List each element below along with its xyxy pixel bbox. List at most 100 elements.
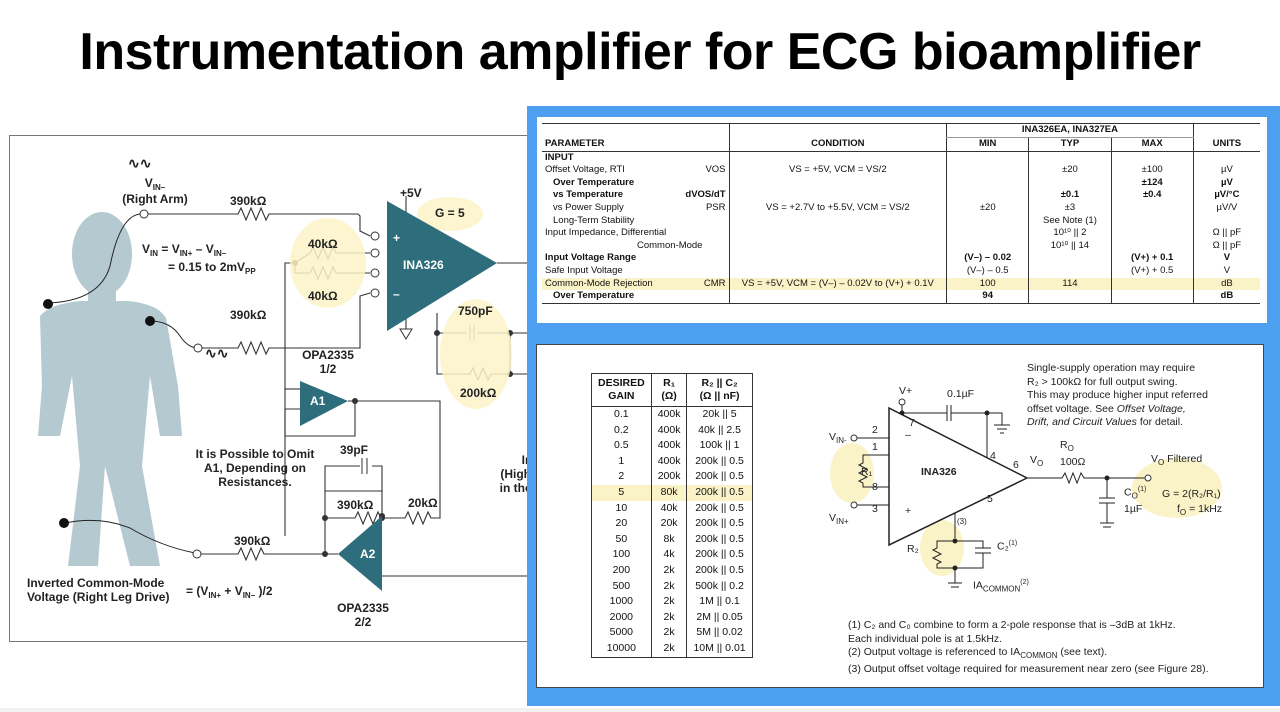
app-plus-sign: + (905, 505, 912, 517)
spec-row: INPUT (542, 151, 1260, 165)
spec-header-parameter: PARAMETER (545, 138, 605, 149)
gain-value-cell: 5000 (609, 626, 634, 639)
spec-max-cell (1110, 227, 1194, 240)
r-input-top-value: 390kΩ (230, 194, 267, 208)
gain-formula: G = 2(R₂/R₁) (1162, 488, 1221, 500)
gain-value-cell: 0.5 (614, 439, 629, 452)
ecg-schematic-panel: ∿∿ ∿∿ VIN– (Right Arm) 390kΩ 390kΩ VIN =… (9, 135, 536, 642)
spec-table-panel: PARAMETER CONDITION INA326EA, INA327EA U… (537, 117, 1267, 323)
gain-value-cell: 0.2 (614, 423, 629, 436)
spec-row: Long-Term Stability See Note (1) (542, 214, 1260, 228)
spec-param-name: Safe Input Voltage (545, 264, 623, 276)
r1-value-cell: 400k (650, 406, 687, 423)
spec-cond-cell (728, 264, 947, 278)
pin-7: 7 (909, 417, 915, 429)
human-body-figure (38, 212, 182, 566)
spec-typ-cell (1028, 252, 1112, 265)
spec-typ-cell: ±3 (1028, 201, 1112, 215)
spec-header-condition: CONDITION (728, 123, 947, 152)
single-supply-note: Single-supply operation may require R₂ >… (1027, 362, 1208, 428)
spec-cond-cell: VS = +5V, VCM = VS/2 (728, 164, 947, 177)
r2c2-value-cell: 200k || 0.5 (686, 531, 753, 548)
spec-typ-cell (1028, 264, 1112, 278)
spec-max-cell (1110, 290, 1194, 304)
pin-4: 4 (990, 450, 996, 462)
spec-min-cell (946, 239, 1029, 253)
ina-plus-sign: + (393, 231, 401, 245)
r1-value-cell: 200k (650, 469, 687, 485)
spec-cond-cell: VS = +2.7V to +5.5V, VCM = VS/2 (728, 201, 947, 215)
r2c2-value-cell: 2M || 0.05 (686, 609, 753, 626)
right-arm-label: (Right Arm) (122, 192, 188, 206)
r2c2-value-cell: 200k || 0.5 (686, 516, 753, 532)
right-arm-lead (47, 213, 141, 304)
r-gain-bottom-value: 40kΩ (308, 289, 338, 303)
spec-param-cell: INPUT (542, 152, 729, 165)
spec-param-cell: Long-Term Stability (542, 215, 729, 228)
supply-label: +5V (400, 186, 422, 200)
spec-units-cell: dB (1192, 290, 1260, 304)
filter-resistor-value: 200kΩ (460, 386, 497, 400)
gain-value-cell: 200 (612, 563, 631, 576)
spec-typ-cell: 114 (1028, 277, 1112, 291)
spec-max-cell (1110, 239, 1194, 253)
spec-units-cell: dB (1192, 277, 1260, 291)
spec-units-cell: Ω || pF (1192, 239, 1260, 253)
app-vin-minus: VIN- (829, 431, 847, 445)
r1-value-cell: 40k (650, 500, 687, 517)
spec-max-cell: ±0.4 (1110, 189, 1194, 202)
r1-value-cell: 400k (650, 453, 687, 470)
r1-value-cell: 2k (650, 578, 687, 595)
spec-param-name: Common-Mode Rejection (545, 277, 653, 289)
feedback-cap-value: 39pF (340, 443, 369, 457)
left-arm-lead (149, 320, 199, 349)
spec-cond-cell (728, 176, 947, 190)
r2c2-value-cell: 10M || 0.01 (686, 640, 753, 657)
spec-typ-cell: 10¹⁰ || 2 (1028, 227, 1112, 240)
spec-min-cell (946, 189, 1029, 202)
app-ina326-label: INA326 (921, 466, 957, 478)
r2-label: R₂ (907, 543, 919, 555)
spec-cond-cell (728, 227, 947, 240)
ina326-triangle (888, 406, 1029, 547)
gain-badge: G = 5 (435, 206, 465, 220)
spec-row: Input Voltage Range(V–) – 0.02(V+) + 0.1… (542, 252, 1260, 265)
vin-minus-label: VIN– (144, 176, 166, 192)
r2c2-value-cell: 200k || 0.5 (686, 469, 753, 485)
rld-equation: = (VIN+ + VIN– )/2 (186, 584, 273, 600)
right-leg-lead (64, 519, 196, 554)
gain-header-r2c2: R₂ || C₂(Ω || nF) (686, 373, 753, 407)
spec-max-cell: ±100 (1110, 164, 1194, 177)
footnotes: (1) C₂ and C₀ combine to form a 2-pole r… (848, 619, 1209, 675)
spec-max-cell: (V+) + 0.5 (1110, 264, 1194, 278)
spec-min-cell (946, 164, 1029, 177)
electrode-dots (43, 299, 155, 528)
bottom-strip (0, 708, 1280, 712)
spec-param-cell: Over Temperature (542, 177, 729, 190)
spec-group-header: INA326EA, INA327EA (946, 123, 1194, 138)
spec-typ-cell: 10¹⁰ || 14 (1028, 239, 1112, 253)
spec-param-name: Over Temperature (553, 290, 635, 302)
r1-value-cell: 2k (650, 609, 687, 626)
a2-label: A2 (360, 547, 376, 561)
gain-highlight (417, 197, 483, 231)
r-rld-value: 390kΩ (234, 534, 271, 548)
spec-typ-cell: See Note (1) (1028, 214, 1112, 228)
gain-value-cell: 2 (618, 470, 625, 483)
filter-highlight (440, 299, 512, 409)
spec-max-cell: ±124 (1110, 176, 1194, 190)
ground-symbol (399, 328, 413, 340)
r1-value-cell: 2k (650, 640, 687, 657)
a1-symbol (300, 381, 348, 426)
